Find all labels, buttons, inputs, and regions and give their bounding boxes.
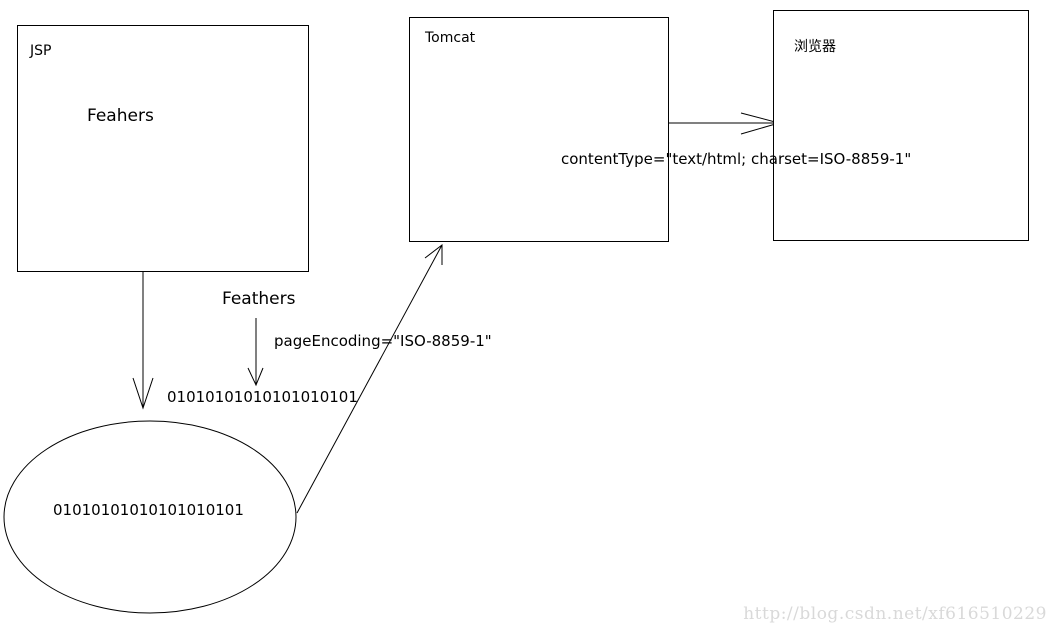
arrow-tomcat-to-browser (668, 112, 781, 135)
watermark: http://blog.csdn.net/xf616510229 (743, 604, 1047, 624)
arrow-feathers-to-binary (247, 318, 264, 387)
content-type-label: contentType="text/html; charset=ISO-8859… (561, 150, 912, 168)
jsp-title: JSP (30, 43, 52, 59)
browser-box (773, 10, 1029, 241)
tomcat-box (409, 17, 669, 242)
jsp-text: Feahers (87, 106, 154, 126)
page-encoding-label: pageEncoding="ISO-8859-1" (274, 332, 492, 350)
arrow-jsp-to-ellipse (132, 271, 154, 410)
binary-top-label: 01010101010101010101 (167, 388, 358, 406)
tomcat-title: Tomcat (425, 30, 476, 46)
binary-ellipse-label: 01010101010101010101 (53, 501, 244, 519)
bytes-ellipse (3, 420, 297, 614)
feathers-label: Feathers (222, 289, 296, 309)
arrow-ellipse-to-tomcat (296, 243, 443, 514)
browser-title: 浏览器 (794, 39, 836, 55)
jsp-box (17, 25, 309, 272)
